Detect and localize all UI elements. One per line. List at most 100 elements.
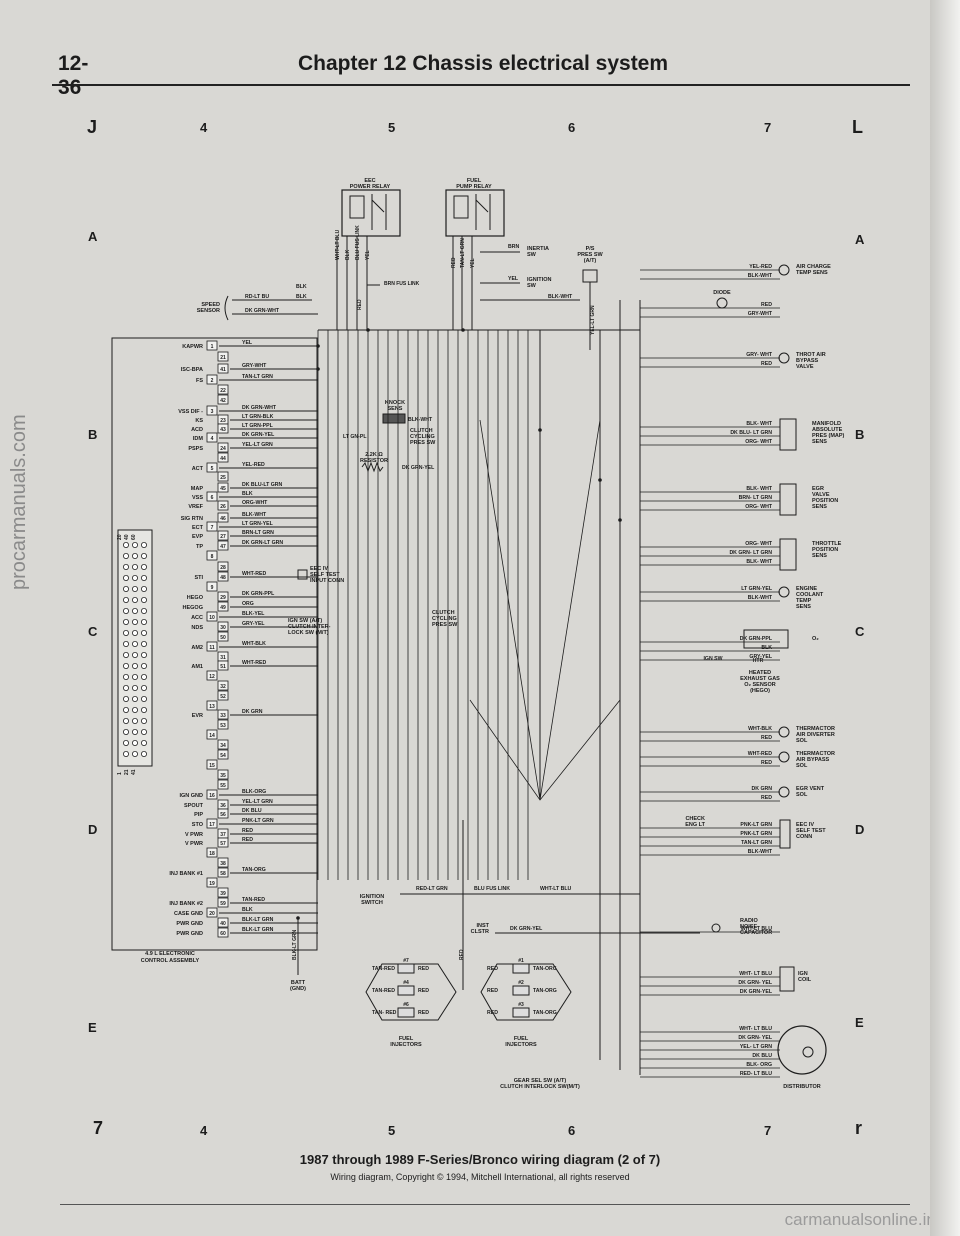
- speed-sensor-symbol: [224, 295, 229, 321]
- connector-pin: [123, 630, 130, 637]
- pin-number: 27: [220, 534, 226, 540]
- pin-number: 47: [220, 544, 226, 550]
- pin-box: [217, 530, 229, 541]
- pin-box: [217, 837, 229, 848]
- left-injectors-injector: [397, 1007, 415, 1018]
- relay-wire-label: TAN-LT GRN: [460, 238, 466, 268]
- sensor-label: SOL: [796, 763, 808, 769]
- pin-box: [206, 405, 218, 416]
- pin-box: [217, 660, 229, 671]
- connector-pin: [131, 608, 138, 615]
- clutch-cycling-label: PRES SW: [410, 440, 436, 446]
- wire-color-label: RED: [487, 988, 498, 994]
- connector-pin: [140, 608, 147, 615]
- header-rule: [52, 84, 910, 86]
- wire-color-label: YEL: [242, 340, 253, 346]
- left-injectors-injector: [397, 985, 415, 996]
- connector-pin: [140, 751, 147, 758]
- wire-color-label: BRN- LT GRN: [739, 495, 773, 501]
- wire-color-label: YEL-LT GRN: [242, 442, 273, 448]
- ign-switch-clutch-label: IGN SW (A/T): [288, 618, 322, 624]
- pin-number: 31: [220, 655, 226, 661]
- pin-number: 7: [211, 525, 214, 531]
- pin-number: 32: [220, 684, 226, 690]
- connector-pin: [131, 718, 138, 725]
- pin-box: [217, 917, 229, 928]
- connector-pin: [123, 586, 130, 593]
- sensor-label: PRES (MAP): [812, 433, 845, 439]
- connector-pin: [123, 685, 130, 692]
- relay-wire-label: BLK: [345, 249, 351, 260]
- pin-number: 3: [211, 409, 214, 415]
- ign-switch-clutch-label: LOCK SW (M/T): [288, 630, 329, 636]
- right-injectors-label: FUEL: [514, 1036, 529, 1042]
- pin-number: 43: [220, 427, 226, 433]
- wire-color-label: BLK-WHT: [748, 273, 773, 279]
- pin-box: [217, 887, 229, 898]
- wire-color-label: DK GRN- LT GRN: [729, 550, 772, 556]
- splice-dot: [366, 328, 370, 332]
- clutch-cycling-label: CYCLING: [410, 434, 435, 440]
- hego-sensor-label: HEATED: [749, 670, 771, 676]
- sensor-symbol: [778, 264, 790, 276]
- wire-color-label: BLK: [296, 294, 307, 300]
- diagram-caption-copyright: Wiring diagram, Copyright © 1994, Mitche…: [330, 1172, 630, 1182]
- wire-color-label: TAN-ORG: [533, 966, 557, 972]
- pin-box: [217, 769, 229, 780]
- sensor-label: SOL: [796, 738, 808, 744]
- pin-number: 18: [209, 851, 215, 857]
- grid-col-7-top: 7: [764, 120, 772, 135]
- pin-box: [217, 621, 229, 632]
- grid-col-5-top: 5: [388, 120, 396, 135]
- relay-label: POWER RELAY: [350, 184, 391, 190]
- left-injectors-label: INJECTORS: [390, 1042, 422, 1048]
- connector-pin: [131, 674, 138, 681]
- pin-function-label: INJ BANK #1: [169, 871, 203, 877]
- clutch-cycling-label: CLUTCH: [432, 610, 455, 616]
- wire-color-label: BLK- WHT: [746, 559, 772, 565]
- wire-color-label: HTR: [753, 658, 764, 664]
- pin-function-label: IDM: [193, 436, 204, 442]
- pin-number: 44: [220, 456, 226, 462]
- pin-function-label: V PWR: [185, 841, 203, 847]
- eec-power-relay-coil: [349, 195, 365, 219]
- pin-number: 46: [220, 516, 226, 522]
- connector-pin: [131, 729, 138, 736]
- wire-color-label: RED: [418, 966, 429, 972]
- wire-color-label: LT GRN-PPL: [242, 423, 274, 429]
- sensor-label: AIR CHARGE: [796, 264, 831, 270]
- ignition-switch-label: SW: [527, 283, 537, 289]
- pin-number: 50: [220, 635, 226, 641]
- connector-pin: [123, 553, 130, 560]
- check-engine-light-label: ENG LT: [685, 822, 705, 828]
- wire-color-label: LT GRN-YEL: [741, 586, 773, 592]
- wire-color-label: GRY-YEL: [749, 654, 772, 660]
- wire-color-label: TAN-ORG: [533, 1010, 557, 1016]
- grid-corner-top-right: L: [852, 117, 863, 137]
- eec-self-test-conn-label: SELF TEST: [796, 828, 826, 834]
- pin-box: [206, 462, 218, 473]
- pin-function-label: ISC-BPA: [181, 367, 203, 373]
- wire-color-label: PNK-LT GRN: [242, 818, 274, 824]
- pin-number: 54: [220, 753, 226, 759]
- pin-function-label: KS: [195, 418, 203, 424]
- connector-pin: [123, 597, 130, 604]
- pin-number: 53: [220, 723, 226, 729]
- grid-row-a-left: A: [88, 229, 98, 244]
- right-injectors-injector: [512, 985, 530, 996]
- wire-color-label: BLK-WHT: [748, 849, 773, 855]
- connector-pin: [131, 619, 138, 626]
- grid-row-e-right: E: [855, 1015, 864, 1030]
- pin-box: [217, 867, 229, 878]
- pin-number: 49: [220, 605, 226, 611]
- wire-color-label: O₂: [812, 636, 819, 642]
- wire-color-label: GRY- WHT: [746, 352, 773, 358]
- pin-number: 16: [209, 793, 215, 799]
- pin-number: 55: [220, 783, 226, 789]
- injector-number: #4: [403, 980, 409, 986]
- grid-row-b-left: B: [88, 427, 98, 442]
- pin-box: [217, 442, 229, 453]
- sensor-label: THERMACTOR: [796, 726, 835, 732]
- wire-color-label: RED: [418, 1010, 429, 1016]
- ps-pres-switch-label: (A/T): [584, 258, 597, 264]
